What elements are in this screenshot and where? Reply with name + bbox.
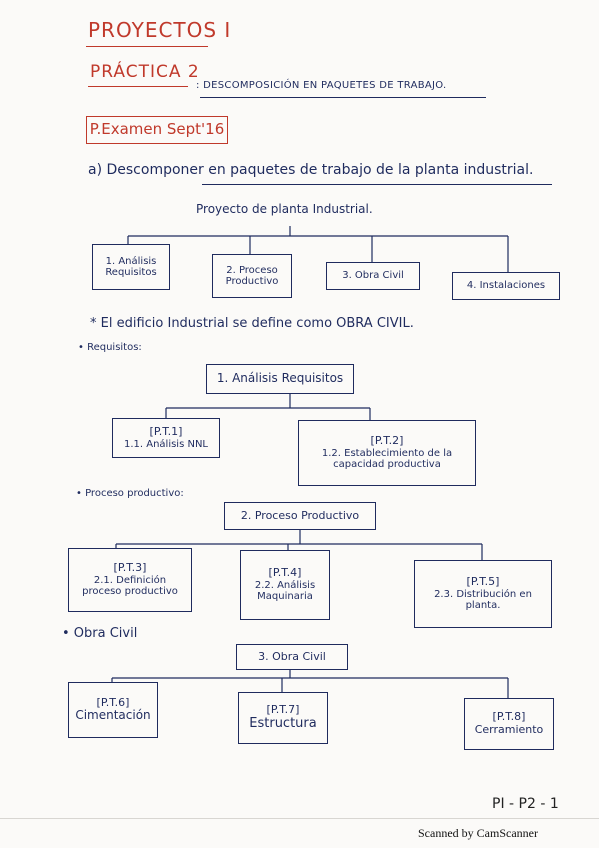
pt1-text: 1.1. Análisis NNL: [123, 438, 209, 450]
requisitos-label: • Requisitos:: [78, 342, 142, 353]
requisitos-child-2: [P.T.2] 1.2. Establecimiento de la capac…: [298, 420, 476, 486]
tree1-node-3: 3. Obra Civil: [326, 262, 420, 290]
pt6-code: [P.T.6]: [96, 695, 130, 709]
obra-child-1: [P.T.6] Cimentación: [68, 682, 158, 738]
pt8-code: [P.T.8]: [492, 710, 526, 724]
pt4-code: [P.T.4]: [268, 566, 302, 580]
pt8-text: Cerramiento: [474, 723, 544, 736]
obra-child-3: [P.T.8] Cerramiento: [464, 698, 554, 750]
obra-root: 3. Obra Civil: [236, 644, 348, 670]
pt3-text: 2.1. Definición proceso productivo: [82, 574, 178, 598]
practice-topic: : DESCOMPOSICIÓN EN PAQUETES DE TRABAJO.: [196, 80, 447, 91]
obra-root-label: 3. Obra Civil: [258, 649, 326, 663]
question-text: a) Descomponer en paquetes de trabajo de…: [88, 162, 534, 178]
pt4-text: 2.2. Análisis Maquinaria: [254, 579, 316, 603]
pt2-text: 1.2. Establecimiento de la capacidad pro…: [321, 447, 453, 471]
tree1-node-4: 4. Instalaciones: [452, 272, 560, 300]
pt7-text: Estructura: [249, 715, 317, 731]
proceso-child-2: [P.T.4] 2.2. Análisis Maquinaria: [240, 550, 330, 620]
title-underline: [86, 46, 208, 48]
tree1-node-1-label: 1. Análisis Requisitos: [105, 255, 157, 279]
exam-label-box: P.Examen Sept'16: [86, 116, 228, 144]
question-underline: [202, 184, 552, 185]
obra-child-2: [P.T.7] Estructura: [238, 692, 328, 744]
footer-rule: [0, 818, 599, 819]
proceso-child-3: [P.T.5] 2.3. Distribución en planta.: [414, 560, 552, 628]
requisitos-root-label: 1. Análisis Requisitos: [216, 371, 344, 386]
scanner-watermark: Scanned by CamScanner: [418, 826, 538, 840]
proceso-root-label: 2. Proceso Productivo: [240, 508, 360, 522]
page-reference: PI - P2 - 1: [492, 796, 559, 812]
proceso-label: • Proceso productivo:: [76, 488, 184, 499]
exam-label: P.Examen Sept'16: [89, 120, 225, 139]
requisitos-child-1: [P.T.1] 1.1. Análisis NNL: [112, 418, 220, 458]
tree1-node-4-label: 4. Instalaciones: [466, 280, 546, 292]
proceso-child-1: [P.T.3] 2.1. Definición proceso producti…: [68, 548, 192, 612]
tree1-node-2: 2. Proceso Productivo: [212, 254, 292, 298]
tree1-node-3-label: 3. Obra Civil: [342, 270, 404, 282]
tree1-node-1: 1. Análisis Requisitos: [92, 244, 170, 290]
proceso-root: 2. Proceso Productivo: [224, 502, 376, 530]
tree1-root: Proyecto de planta Industrial.: [196, 202, 373, 216]
pt2-code: [P.T.2]: [370, 434, 404, 448]
pt3-code: [P.T.3]: [113, 561, 147, 575]
page-title: PROYECTOS I: [88, 18, 232, 42]
obra-label: • Obra Civil: [62, 626, 138, 641]
topic-underline: [200, 97, 486, 98]
note-text: * El edificio Industrial se define como …: [90, 316, 414, 331]
pt5-code: [P.T.5]: [466, 575, 500, 589]
pt7-code: [P.T.7]: [266, 703, 300, 717]
pt6-text: Cimentación: [75, 708, 151, 723]
practice-label: PRÁCTICA 2: [90, 62, 200, 82]
practice-underline: [88, 86, 188, 88]
requisitos-root: 1. Análisis Requisitos: [206, 364, 354, 394]
pt5-text: 2.3. Distribución en planta.: [434, 588, 532, 612]
pt1-code: [P.T.1]: [149, 424, 183, 438]
tree1-node-2-label: 2. Proceso Productivo: [225, 264, 279, 288]
